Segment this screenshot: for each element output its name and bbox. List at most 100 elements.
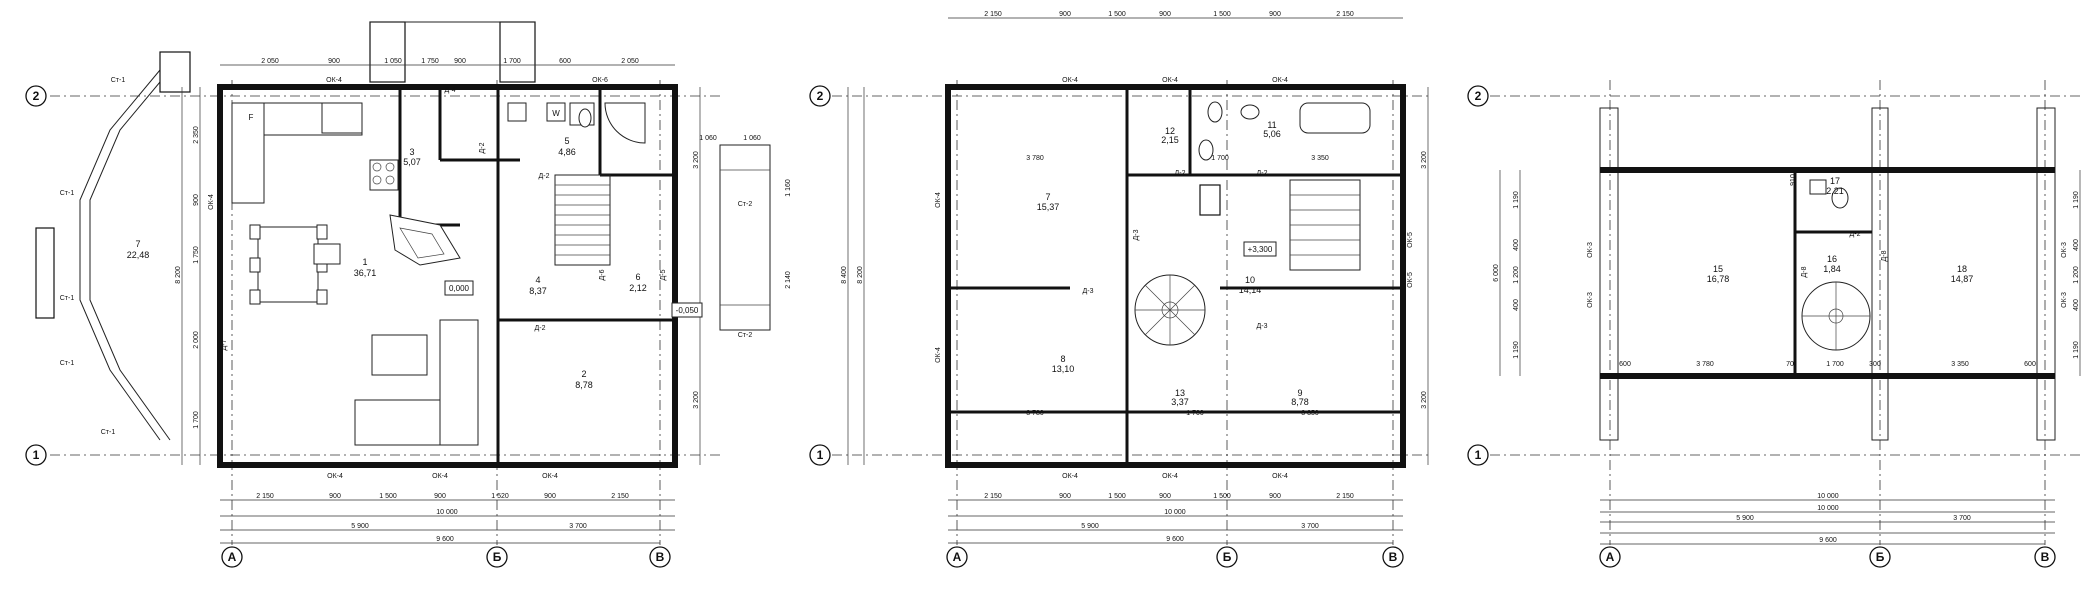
dim-label: 3 350 [1301,410,1319,417]
window-mark: ОК-4 [935,347,942,363]
door-mark: Д-8 [1801,266,1808,277]
dim-label: 400 [2073,299,2080,311]
dim-label: 1 700 [1211,155,1229,162]
door-mark: Д-2 [535,325,546,332]
dim-label: 900 [1059,493,1071,500]
window-mark: ОК-4 [326,77,342,84]
axis-col-v-label: В [1389,550,1398,564]
dim-label: 8 200 [175,266,182,284]
dim-label: 10 000 [436,509,458,516]
room-area: 13,10 [1052,364,1075,374]
column-mark: Ст-1 [60,360,75,367]
plan-second-floor: 2 1 А Б В 7 15,37 12 2,15 11 5,06 10 14,… [809,11,1430,568]
dim-label: 1 200 [2073,266,2080,284]
room-number: 12 [1165,126,1175,136]
window-mark: ОК-4 [1162,473,1178,480]
dim-label: 1 190 [1513,341,1520,359]
dim-label: 1 060 [699,135,717,142]
dim-label: 1 190 [1513,191,1520,209]
axis-row-2-label: 2 [1475,89,1482,103]
dim-label: 3 780 [1696,361,1714,368]
room-number: 1 [362,257,367,267]
axis-col-v-label: В [2041,550,2050,564]
room-number: 7 [1045,192,1050,202]
room-number: 9 [1297,388,1302,398]
dim-label: 8 200 [857,266,864,284]
door-mark: Д-2 [479,142,486,153]
room-number: 4 [535,275,540,285]
dim-label: 10 000 [1817,493,1839,500]
dim-label: 400 [1513,299,1520,311]
room-number: 2 [581,369,586,379]
room-number: 17 [1830,176,1840,186]
room-number: 8 [1060,354,1065,364]
column-mark: Ст-1 [111,77,126,84]
room-number: 16 [1827,254,1837,264]
window-mark: ОК-4 [1062,77,1078,84]
dim-label: 2 150 [1336,11,1354,18]
dim-label: 2 150 [611,493,629,500]
dim-label: 900 [454,58,466,65]
room-number: 7 [135,239,140,249]
column-mark: Ст-1 [101,429,116,436]
axis-col-a-label: А [1606,550,1615,564]
room-area: 2,15 [1161,135,1179,145]
window-mark: ОК-4 [1272,77,1288,84]
room-area: 2,21 [1826,186,1844,196]
dim-label: 3 780 [1026,155,1044,162]
axis-row-2-label: 2 [817,89,824,103]
room-area: 36,71 [354,268,377,278]
dim-label: 3 200 [1421,391,1428,409]
dim-label: 400 [2073,239,2080,251]
room-area: 8,78 [575,380,593,390]
room-number: 13 [1175,388,1185,398]
room-area: 5,06 [1263,129,1281,139]
dim-label: 1 750 [193,246,200,264]
dim-label: 1 190 [2073,191,2080,209]
window-mark: ОК-4 [208,194,215,210]
window-mark: ОК-3 [2061,292,2068,308]
dim-label: 600 [1619,361,1631,368]
dim-label: 3 700 [1953,515,1971,522]
axis-col-a-label: А [953,550,962,564]
axis-row-1-label: 1 [1475,448,1482,462]
dim-label: 900 [1269,11,1281,18]
dim-label: 3 350 [1951,361,1969,368]
dim-label: 1 500 [1108,493,1126,500]
room-area: 4,86 [558,147,576,157]
room-area: 15,37 [1037,202,1060,212]
window-mark: ОК-4 [935,192,942,208]
door-mark: Д-2 [1850,231,1861,238]
room-area: 8,37 [529,286,547,296]
dim-label: 2 050 [621,58,639,65]
axis-row-1-label: 1 [33,448,40,462]
dim-label: 1 500 [379,493,397,500]
dim-label: 10 000 [1817,505,1839,512]
axis-row-1-label: 1 [817,448,824,462]
window-mark: ОК-4 [1272,473,1288,480]
column-mark: Ст-1 [60,295,75,302]
dim-label: 70 [1786,361,1794,368]
dim-label: 910 [1790,174,1797,186]
window-mark: ОК-4 [432,473,448,480]
window-mark: ОК-4 [542,473,558,480]
dim-label: 1 700 [1186,410,1204,417]
dim-label: 1 700 [1826,361,1844,368]
room-area: 1,84 [1823,264,1841,274]
dim-label: 3 200 [693,151,700,169]
dim-label: 900 [434,493,446,500]
dim-label: 5 900 [1081,523,1099,530]
room-area: 22,48 [127,250,150,260]
dim-label: 1 500 [1213,11,1231,18]
dim-label: 1 050 [384,58,402,65]
dim-label: 900 [1269,493,1281,500]
dim-label: 2 050 [261,58,279,65]
room-number: 11 [1267,120,1276,130]
dim-label: 900 [1059,11,1071,18]
dim-label: 2 150 [1336,493,1354,500]
door-mark: Д-3 [1257,323,1268,330]
fridge-label: F [249,113,254,122]
room-area: 8,78 [1291,397,1309,407]
